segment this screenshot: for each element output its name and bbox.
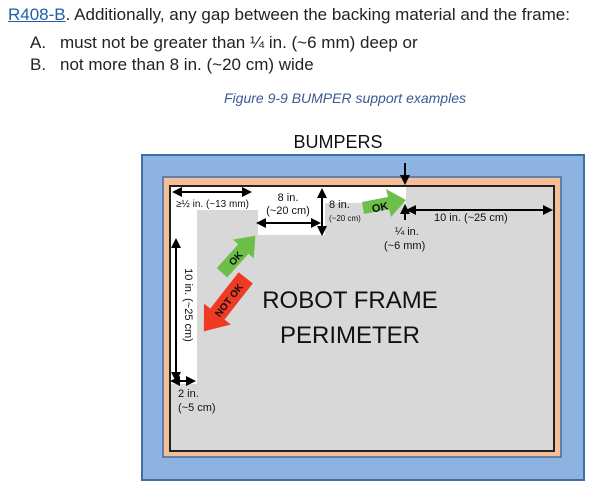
list-letter: A. xyxy=(30,33,47,52)
dim-8in-top-label-1: 8 in. xyxy=(278,192,299,204)
list-text: must not be greater than ¼ in. (~6 mm) d… xyxy=(60,33,418,52)
dim-10in-left-label: 10 in. (~25 cm) xyxy=(182,268,194,342)
dim-10in-right-label: 10 in. (~25 cm) xyxy=(434,212,508,224)
dim-2in-label-1: 2 in. xyxy=(178,388,199,400)
intro-paragraph: R408-B. Additionally, any gap between th… xyxy=(8,4,608,26)
dim-half-in-label: ≥½ in. (~13 mm) xyxy=(176,199,249,210)
gap-top xyxy=(171,187,406,235)
dim-quarter-label-2: (~6 mm) xyxy=(384,240,425,252)
document-text: R408-B. Additionally, any gap between th… xyxy=(8,4,608,76)
list-item: A. must not be greater than ¼ in. (~6 mm)… xyxy=(8,32,608,54)
requirement-list: A. must not be greater than ¼ in. (~6 mm)… xyxy=(8,32,608,76)
dim-quarter-label-1: ¼ in. xyxy=(395,226,419,238)
dim-8in-right-label-1: 8 in. xyxy=(329,199,350,211)
ok-label-right: OK xyxy=(371,200,390,215)
list-item: B. not more than 8 in. (~20 cm) wide xyxy=(8,54,608,76)
bumpers-label: BUMPERS xyxy=(293,132,382,152)
dim-8in-right-label-2: (~20 cm) xyxy=(329,214,361,223)
frame-label-line2: PERIMETER xyxy=(280,322,420,349)
robot-frame xyxy=(169,185,555,452)
frame-label-line1: ROBOT FRAME xyxy=(262,287,438,314)
intro-text: . Additionally, any gap between the back… xyxy=(65,5,570,24)
rule-link-r408b[interactable]: R408-B xyxy=(8,5,66,24)
ok-arrow-icon xyxy=(362,189,406,217)
list-letter: B. xyxy=(30,55,47,74)
figure-caption: Figure 9-9 BUMPER support examples xyxy=(224,90,466,106)
dim-8in-top-label-2: (~20 cm) xyxy=(266,205,310,217)
list-text: not more than 8 in. (~20 cm) wide xyxy=(60,55,314,74)
dim-2in-label-2: (~5 cm) xyxy=(178,402,216,414)
